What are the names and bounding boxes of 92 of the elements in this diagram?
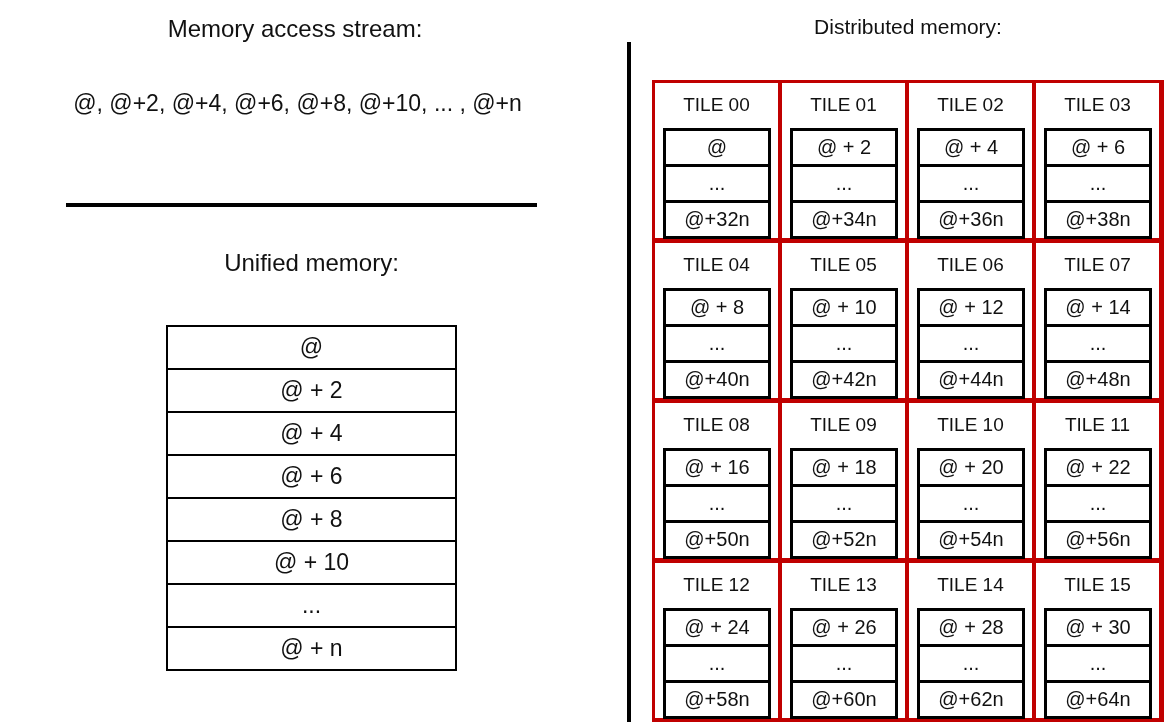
memory-cell: ... [666,487,768,520]
memory-cell: ... [920,167,1022,200]
tile-label: TILE 10 [936,413,1005,437]
tile-label: TILE 06 [936,253,1005,277]
memory-cell: ... [666,327,768,360]
memory-cell: @ + 30 [1047,611,1149,644]
tile-label: TILE 03 [1063,93,1132,117]
memory-cell: @ + 22 [1047,451,1149,484]
memory-cell: ... [1047,167,1149,200]
memory-tile [782,243,905,398]
memory-cell: @+40n [666,363,768,396]
memory-cell: @+44n [920,363,1022,396]
memory-cell: @+56n [1047,523,1149,556]
section-heading: Unified memory: [223,248,400,278]
memory-cell: @+62n [920,683,1022,716]
memory-cell: @ + 24 [666,611,768,644]
memory-tile [909,83,1032,238]
memory-tile [655,563,778,718]
memory-cell: @ + 6 [168,456,455,497]
memory-cell: @ + 8 [666,291,768,324]
memory-cell: @+36n [920,203,1022,236]
tile-label: TILE 00 [682,93,751,117]
tile-label: TILE 14 [936,573,1005,597]
memory-cell: @ [666,131,768,164]
memory-tile [909,403,1032,558]
memory-cell: ... [793,487,895,520]
memory-cell: @+52n [793,523,895,556]
memory-cell: @ + 4 [920,131,1022,164]
memory-cell: ... [793,327,895,360]
memory-tile [782,83,905,238]
address-sequence: @, @+2, @+4, @+6, @+8, @+10, ... , @+n [72,88,523,118]
memory-cell: ... [1047,487,1149,520]
memory-cell: @ + 16 [666,451,768,484]
memory-cell: @ + 14 [1047,291,1149,324]
tile-label: TILE 13 [809,573,878,597]
memory-tile [1036,563,1159,718]
memory-cell: @+42n [793,363,895,396]
memory-tile [909,563,1032,718]
memory-cell: ... [666,647,768,680]
memory-cell: @+64n [1047,683,1149,716]
memory-cell: @ + n [168,628,455,669]
tile-label: TILE 02 [936,93,1005,117]
tile-label: TILE 07 [1063,253,1132,277]
memory-cell: @ [168,327,455,368]
memory-cell: @ + 2 [793,131,895,164]
memory-tile [1036,83,1159,238]
memory-tile [655,83,778,238]
tile-label: TILE 05 [809,253,878,277]
memory-cell: ... [1047,327,1149,360]
memory-cell: ... [1047,647,1149,680]
section-heading: Memory access stream: [166,14,424,44]
tile-label: TILE 11 [1063,413,1132,437]
memory-tile [782,563,905,718]
tile-label: TILE 08 [682,413,751,437]
memory-cell: @ + 8 [168,499,455,540]
memory-cell: ... [793,647,895,680]
memory-cell: @ + 4 [168,413,455,454]
memory-tile [909,243,1032,398]
memory-cell: @ + 2 [168,370,455,411]
tile-label: TILE 12 [682,573,751,597]
memory-tile [1036,243,1159,398]
memory-tile [655,243,778,398]
memory-tile [1036,403,1159,558]
memory-cell: @+50n [666,523,768,556]
memory-cell: @+48n [1047,363,1149,396]
memory-cell: @+60n [793,683,895,716]
memory-cell: @ + 10 [793,291,895,324]
memory-cell: ... [920,327,1022,360]
section-heading: Distributed memory: [813,14,1003,40]
tile-label: TILE 04 [682,253,751,277]
memory-cell: @ + 10 [168,542,455,583]
tile-label: TILE 09 [809,413,878,437]
memory-cell: @+32n [666,203,768,236]
memory-tile [655,403,778,558]
memory-cell: @ + 6 [1047,131,1149,164]
memory-cell: ... [666,167,768,200]
memory-cell: @ + 26 [793,611,895,644]
memory-cell: @ + 20 [920,451,1022,484]
memory-cell: ... [920,647,1022,680]
memory-cell: ... [920,487,1022,520]
memory-cell: @ + 12 [920,291,1022,324]
memory-cell: ... [793,167,895,200]
tile-label: TILE 15 [1063,573,1132,597]
memory-cell: ... [168,585,455,626]
memory-cell: @ + 18 [793,451,895,484]
memory-cell: @+34n [793,203,895,236]
memory-cell: @+38n [1047,203,1149,236]
memory-tile [782,403,905,558]
memory-cell: @ + 28 [920,611,1022,644]
memory-cell: @+58n [666,683,768,716]
memory-cell: @+54n [920,523,1022,556]
tile-label: TILE 01 [809,93,878,117]
